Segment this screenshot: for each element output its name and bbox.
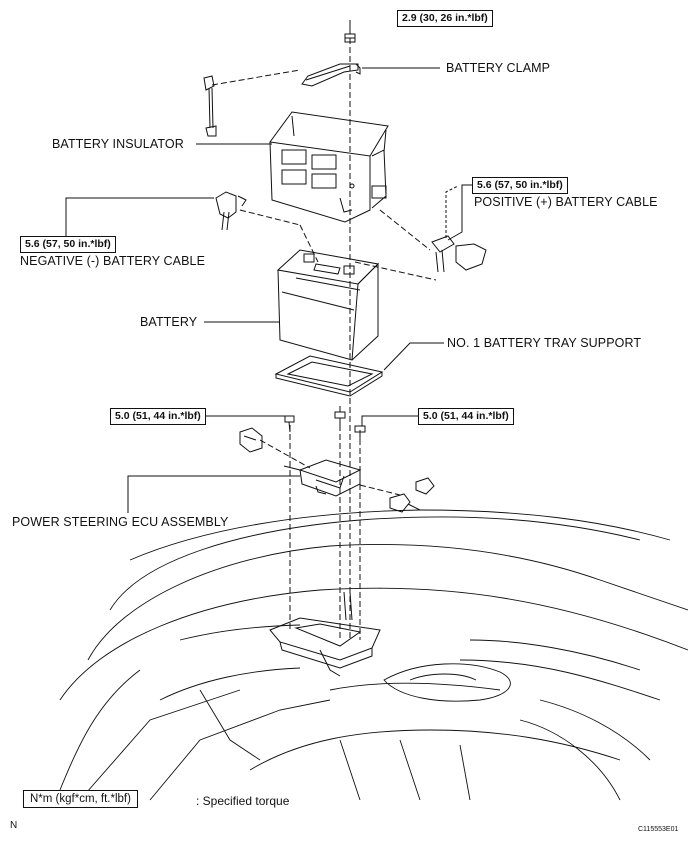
- torque-ecu-left: 5.0 (51, 44 in.*lbf): [110, 408, 206, 425]
- ecu-bracket-left: [239, 427, 263, 453]
- engine-bay-outline: [59, 509, 688, 801]
- positive-cable-part: [431, 185, 487, 273]
- label-tray-support: NO. 1 BATTERY TRAY SUPPORT: [447, 336, 642, 350]
- negative-cable-part: [215, 191, 247, 231]
- torque-negative-terminal: 5.6 (57, 50 in.*lbf): [20, 236, 116, 253]
- battery-clamp-part: [301, 63, 361, 87]
- label-ps-ecu: POWER STEERING ECU ASSEMBLY: [12, 515, 229, 529]
- hold-down-rod: [203, 75, 217, 137]
- center-alignment-line: [211, 38, 437, 640]
- battery-part: [276, 249, 380, 361]
- label-battery-clamp: BATTERY CLAMP: [446, 61, 551, 75]
- torque-positive-terminal: 5.6 (57, 50 in.*lbf): [472, 177, 568, 194]
- torque-ecu-right: 5.0 (51, 44 in.*lbf): [418, 408, 514, 425]
- legend-unit-box: N*m (kgf*cm, ft.*lbf): [23, 790, 138, 808]
- label-negative-cable: NEGATIVE (-) BATTERY CABLE: [20, 254, 206, 268]
- torque-clamp-nut: 2.9 (30, 26 in.*lbf): [397, 10, 493, 27]
- label-battery-insulator: BATTERY INSULATOR: [52, 137, 184, 151]
- label-positive-cable: POSITIVE (+) BATTERY CABLE: [474, 195, 658, 209]
- power-steering-ecu-part: [283, 459, 362, 497]
- battery-insulator-part: [269, 111, 389, 223]
- label-battery: BATTERY: [140, 315, 198, 329]
- ecu-bolts: [284, 411, 366, 442]
- ecu-connectors: [389, 477, 435, 513]
- leader-lines: [65, 20, 472, 513]
- legend-description: : Specified torque: [196, 794, 290, 808]
- figure-code: C115553E01: [638, 826, 679, 833]
- vehicle-battery-tray: [269, 591, 381, 677]
- corner-mark: N: [10, 820, 18, 831]
- tray-support-part: [274, 355, 384, 397]
